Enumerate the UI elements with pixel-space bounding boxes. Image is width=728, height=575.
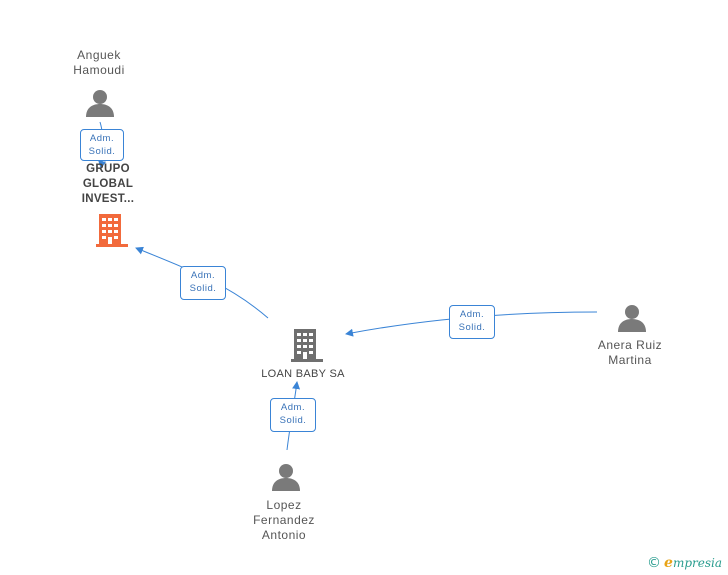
edge-badge-line2: Solid. — [458, 322, 486, 333]
person-icon-anera[interactable] — [618, 305, 646, 332]
node-label-anera[interactable]: Anera Ruiz Martina — [584, 338, 676, 368]
node-label-lopez[interactable]: Lopez Fernandez Antonio — [238, 498, 330, 543]
edge-badge-line2: Solid. — [279, 415, 307, 426]
node-label-loan[interactable]: LOAN BABY SA — [240, 367, 366, 382]
edge-badge-line1: Adm. — [280, 402, 306, 413]
edge-badge-line1: Adm. — [190, 270, 216, 281]
edge-badge-anera-loan[interactable]: Adm. Solid. — [449, 305, 495, 339]
anguek-line2: Hamoudi — [73, 63, 125, 77]
building-icon-grupo[interactable] — [96, 214, 128, 247]
lopez-line3: Antonio — [261, 528, 307, 542]
brand-first-letter: e — [664, 555, 673, 571]
edge-badge-line1: Adm. — [459, 309, 485, 320]
person-icon-lopez[interactable] — [272, 464, 300, 491]
edge-badge-line2: Solid. — [189, 283, 217, 294]
anera-line1: Anera Ruiz — [597, 338, 663, 352]
edge-badge-lopez-loan[interactable]: Adm. Solid. — [270, 398, 316, 432]
brand-rest: mpresia — [672, 556, 722, 570]
lopez-line2: Fernandez — [253, 513, 315, 527]
lopez-line1: Lopez — [266, 498, 302, 512]
grupo-line3: INVEST... — [81, 193, 135, 205]
edge-badge-anguek-grupo[interactable]: Adm. Solid. — [80, 129, 124, 161]
grupo-line1: GRUPO — [86, 163, 130, 175]
grupo-line2: GLOBAL — [82, 178, 134, 190]
edge-badge-loan-grupo[interactable]: Adm. Solid. — [180, 266, 226, 300]
person-icon-anguek[interactable] — [86, 90, 114, 117]
building-icon-loan[interactable] — [291, 329, 323, 362]
copyright-symbol: © — [647, 555, 662, 571]
loan-label: LOAN BABY SA — [261, 368, 345, 380]
edge-badge-line2: Solid. — [88, 146, 116, 157]
node-label-anguek[interactable]: Anguek Hamoudi — [56, 48, 142, 78]
node-label-grupo[interactable]: GRUPO GLOBAL INVEST... — [66, 162, 150, 207]
anguek-line1: Anguek — [77, 48, 121, 62]
anera-line2: Martina — [608, 353, 652, 367]
edge-badge-line1: Adm. — [89, 133, 115, 144]
empresia-brand[interactable]: ©empresia — [647, 555, 722, 571]
